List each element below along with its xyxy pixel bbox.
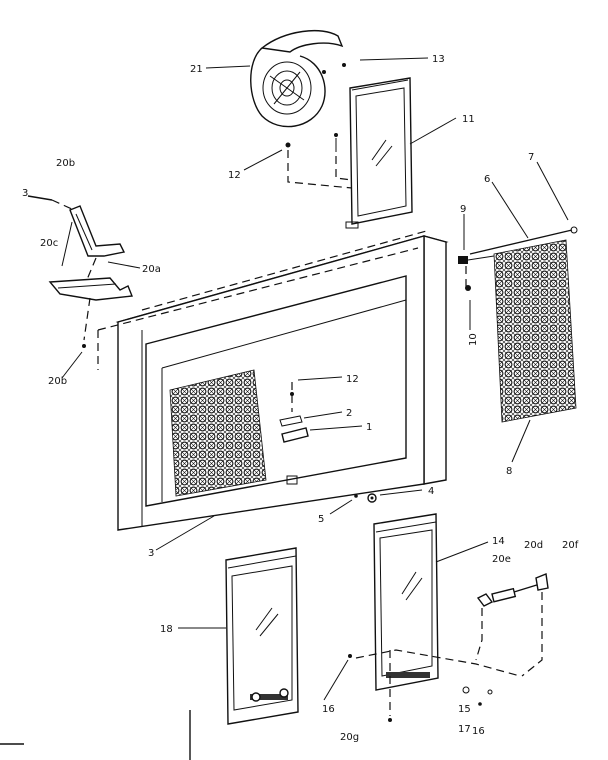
leader-12-dash [287,150,353,189]
leader-16-dash [355,649,521,677]
screw-10 [465,285,471,291]
leader-screw-dash [335,156,353,181]
leader-4 [379,489,423,496]
rod-6 [469,229,573,255]
screw-12-lower [290,392,294,396]
frame-dash-top2 [141,229,431,311]
lower-right-panel-14 [373,513,439,691]
callout-21: 21 [190,64,203,75]
frame-dash-top [97,247,419,331]
callout-16: 16 [322,704,335,715]
callout-1: 1 [366,422,372,433]
leader-20e-dash [475,608,483,661]
leader-bracket-dash [83,257,97,341]
callout-8: 8 [506,466,512,477]
callout-13: 13 [432,54,445,65]
latch-assembly [476,573,549,607]
bracket-20a-part [48,277,133,301]
pin-20b-lower [82,344,86,348]
washer-5 [354,494,358,498]
callout-20f: 20f [562,540,579,551]
callout-3-upper: 3 [22,188,28,199]
callout-20a: 20a [142,264,161,275]
leader-20f-dash [521,592,543,677]
bracket-9-part [458,255,495,264]
screw-12-upper [285,133,338,152]
callout-7: 7 [528,152,534,163]
leader-lines [61,57,569,701]
callout-10: 10 [468,333,479,346]
callout-labels: 21 13 11 12 7 6 9 10 8 12 2 1 4 5 3 18 1… [22,54,579,743]
lower-left-panel-19 [225,547,299,725]
washer-17 [487,689,493,695]
bracket-20c-part [69,205,126,257]
callout-20d: 20d [524,540,543,551]
upper-window-panel-part [345,77,413,229]
mesh-curtain-8 [493,239,577,423]
callout-20b-lower: 20b [48,376,67,387]
callout-2: 2 [346,408,352,419]
slider-1 [281,427,309,443]
clip-2 [279,415,303,427]
callout-20g: 20g [340,732,359,743]
callout-19: 18 [160,624,173,635]
callout-18: 17 [458,724,471,735]
nut-18 [478,702,482,706]
callout-12-lower: 12 [346,374,359,385]
rod-end-7 [570,226,578,234]
washer-15 [462,686,470,694]
screw-13 [322,63,346,74]
screw-16 [348,654,352,658]
callout-11: 11 [462,114,475,125]
callout-9: 9 [460,204,466,215]
main-frame-part [115,235,449,531]
callout-20e: 20e [492,554,511,565]
callout-5: 5 [318,514,324,525]
callout-12-upper: 12 [228,170,241,181]
callout-3: 3 [148,548,154,559]
screw-20g [388,718,392,722]
callout-15: 15 [458,704,471,715]
callout-20c: 20c [40,238,58,249]
filter-roll-part [250,30,344,128]
callout-17: 16 [472,726,485,737]
callout-14: 14 [492,536,505,547]
callout-6: 6 [484,174,490,185]
callout-4: 4 [428,486,434,497]
callout-20b-upper: 20b [56,158,75,169]
leader-20b-dash [51,199,75,211]
leader-5 [329,499,353,515]
pin-20b-upper [27,195,53,201]
knob-4 [367,493,377,503]
